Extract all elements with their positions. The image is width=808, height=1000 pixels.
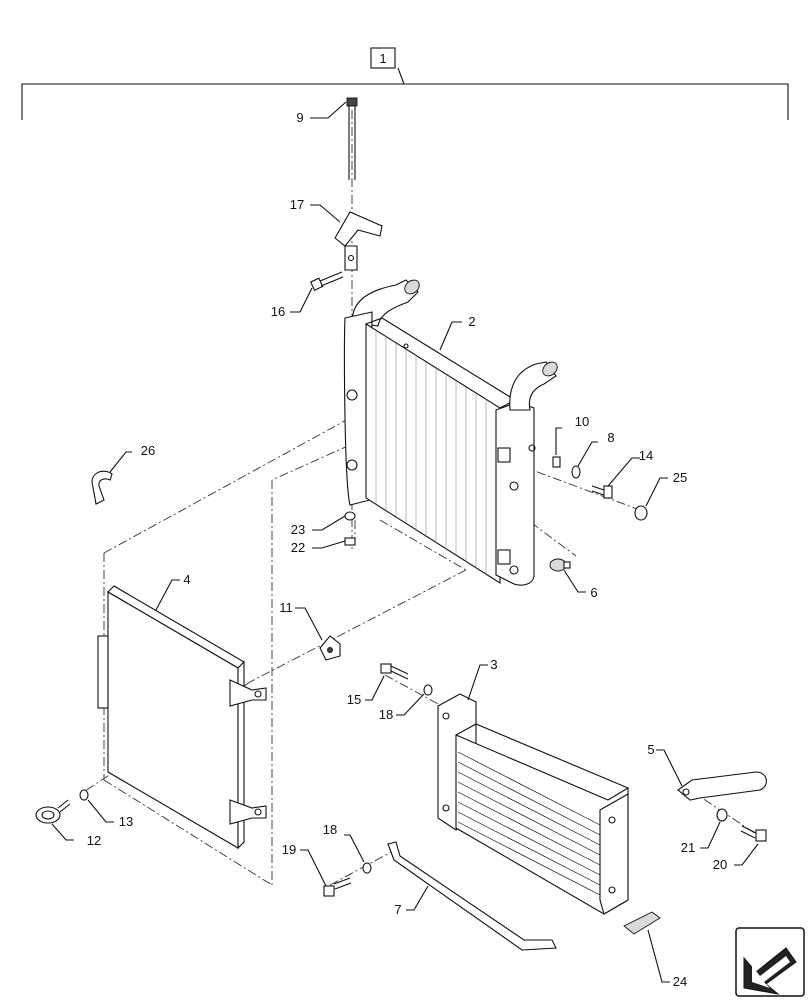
part-21-washer <box>716 808 728 822</box>
part-25-cap <box>634 505 648 521</box>
part-17-bracket <box>334 211 383 271</box>
callout-23: 23 <box>291 522 305 537</box>
callout-20: 20 <box>713 857 727 872</box>
part-11-clip <box>319 635 341 661</box>
callout-8: 8 <box>607 430 614 445</box>
callout-21: 21 <box>681 840 695 855</box>
part-26-clip <box>91 470 113 505</box>
part-7-strap <box>387 841 557 951</box>
part-20-bolt <box>740 825 767 842</box>
callout-19: 19 <box>282 842 296 857</box>
arrow-icon[interactable] <box>735 927 805 997</box>
callout-18-upper: 18 <box>379 707 393 722</box>
radiator-fins <box>375 330 487 574</box>
callout-labels: 9 17 16 2 10 8 14 25 26 23 22 6 4 11 3 1… <box>87 110 727 989</box>
part-2-radiator <box>343 279 558 586</box>
part-12-ring-fitting <box>35 799 71 824</box>
assembly-label: 1 <box>379 51 386 66</box>
callout-12: 12 <box>87 833 101 848</box>
callout-17: 17 <box>290 197 304 212</box>
callout-2: 2 <box>468 314 475 329</box>
part-22-nut <box>344 537 356 546</box>
callout-24: 24 <box>673 974 687 989</box>
callout-9: 9 <box>296 110 303 125</box>
callout-4: 4 <box>183 572 190 587</box>
part-8-washer <box>571 465 581 479</box>
part-13-washer <box>79 789 89 801</box>
part-18-washer-upper <box>423 684 433 696</box>
callout-26: 26 <box>141 443 155 458</box>
callout-11: 11 <box>279 600 293 615</box>
part-10-spacer <box>552 456 561 468</box>
part-3-oil-cooler <box>437 693 629 915</box>
callout-3: 3 <box>490 657 497 672</box>
part-23-washer <box>344 511 356 521</box>
part-18-washer-lower <box>362 862 372 874</box>
part-16-bolt <box>309 271 344 291</box>
callout-14: 14 <box>639 448 653 463</box>
part-24-clip <box>623 911 661 935</box>
callout-10: 10 <box>575 414 589 429</box>
callout-13: 13 <box>119 814 133 829</box>
part-5-bracket <box>677 771 767 801</box>
callout-5: 5 <box>647 742 654 757</box>
oil-cooler-tubes <box>457 751 603 897</box>
callout-7: 7 <box>394 902 401 917</box>
callout-18-lower: 18 <box>323 822 337 837</box>
callout-22: 22 <box>291 540 305 555</box>
callout-16: 16 <box>271 304 285 319</box>
part-15-bolt <box>380 663 409 680</box>
part-6-plug <box>549 558 571 572</box>
part-9-rod <box>346 97 358 180</box>
callout-6: 6 <box>590 585 597 600</box>
leader-lines <box>51 101 759 983</box>
part-19-bolt <box>323 877 352 897</box>
callout-15: 15 <box>347 692 361 707</box>
assembly-bracket: 1 <box>21 47 789 120</box>
part-4-condenser <box>97 585 267 850</box>
callout-25: 25 <box>673 470 687 485</box>
